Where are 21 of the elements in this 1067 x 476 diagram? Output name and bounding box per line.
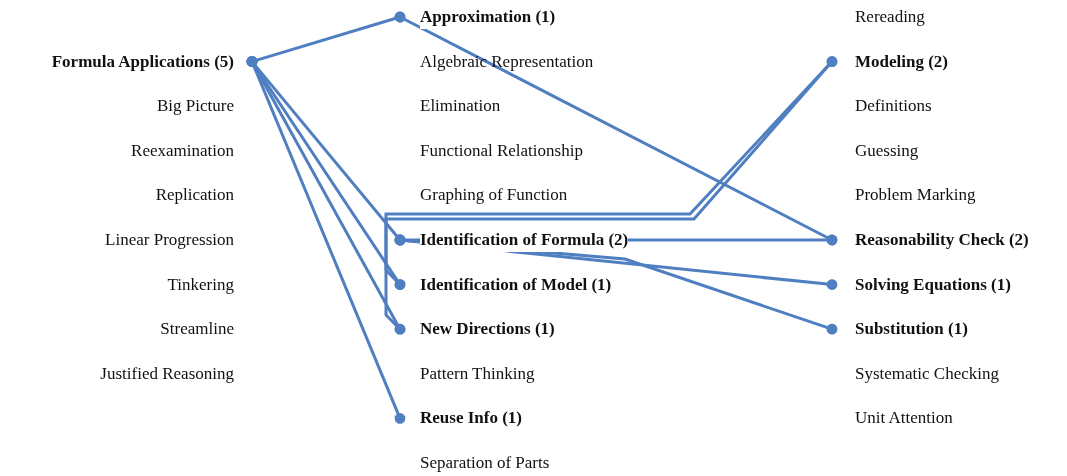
term-label: Separation of Parts xyxy=(420,452,550,474)
term-label: Guessing xyxy=(855,139,919,162)
term-label: Replication xyxy=(155,184,234,207)
term-label: Pattern Thinking xyxy=(420,362,535,385)
term-label: Functional Relationship xyxy=(420,139,583,162)
term-label: Reexamination xyxy=(131,139,234,162)
term-label: Big Picture xyxy=(157,95,234,118)
term-label: Definitions xyxy=(855,95,932,118)
term-label: Elimination xyxy=(420,95,501,118)
term-label: Linear Progression xyxy=(105,229,234,251)
term-label: Justified Reasoning xyxy=(100,362,234,385)
term-label: Tinkering xyxy=(167,273,234,296)
term-label: Systematic Checking xyxy=(855,362,999,385)
term-label: Graphing of Function xyxy=(420,184,568,207)
term-label: Problem Marking xyxy=(855,184,976,207)
term-label: Unit Attention xyxy=(855,407,953,430)
term-label: Streamline xyxy=(160,318,234,341)
connector xyxy=(246,56,406,424)
term-label: Rereading xyxy=(855,6,925,28)
term-label: Algebraic Representation xyxy=(420,50,594,73)
connector xyxy=(384,56,838,335)
